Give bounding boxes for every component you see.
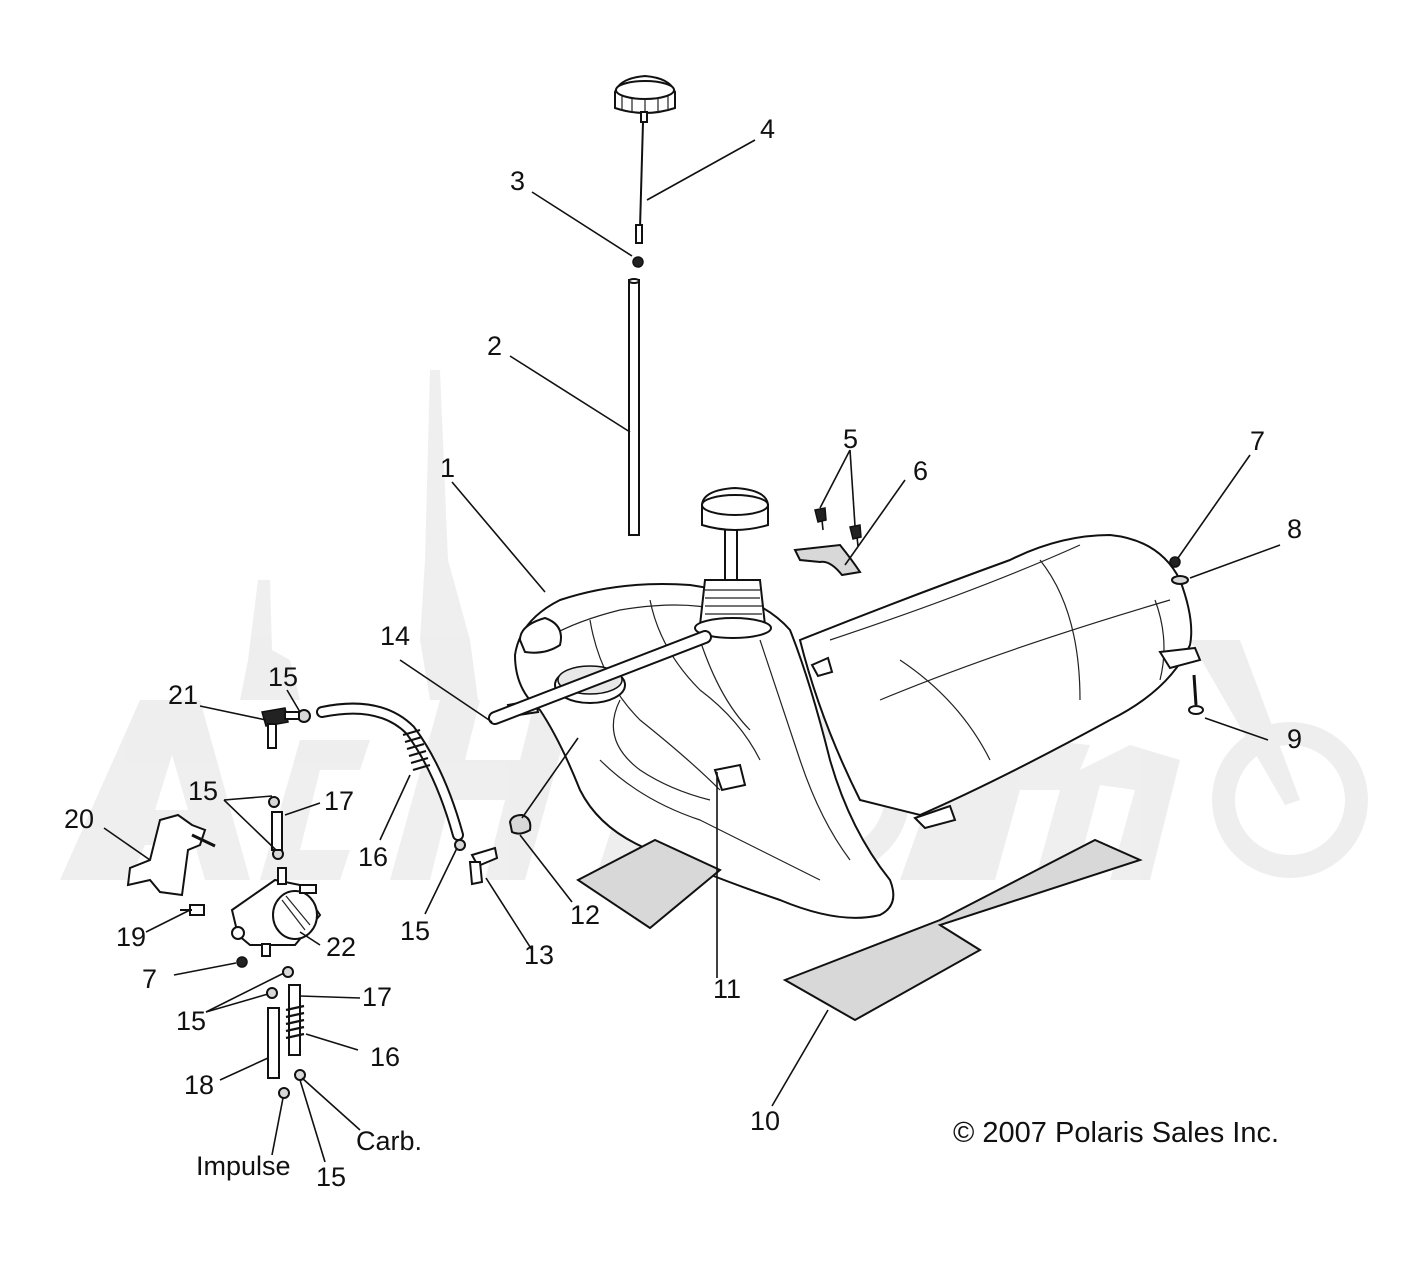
gas-cap-gauge	[614, 74, 676, 244]
lower-hoses	[267, 984, 305, 1079]
bracket	[793, 543, 862, 577]
callout-2: 2	[487, 331, 502, 361]
callout-22: 22	[326, 932, 356, 962]
nut-7-left	[236, 956, 248, 968]
short-tube	[271, 811, 283, 851]
callout-21: 21	[168, 680, 198, 710]
callout-13: 13	[524, 940, 554, 970]
leader-lines	[103, 139, 1281, 1163]
callout-5: 5	[843, 424, 858, 454]
callout-15-b: 15	[188, 776, 218, 806]
callout-17-a: 17	[324, 786, 354, 816]
screws	[814, 507, 862, 547]
copyright-text: © 2007 Polaris Sales Inc.	[953, 1117, 1279, 1149]
callout-7-right: 7	[1250, 426, 1265, 456]
washer	[1171, 575, 1189, 585]
callout-17-b: 17	[362, 982, 392, 1012]
grommet	[632, 256, 644, 268]
bracket-20	[126, 813, 207, 897]
callout-19: 19	[116, 922, 146, 952]
callout-1: 1	[440, 453, 455, 483]
callout-3: 3	[510, 166, 525, 196]
gauge-tube	[628, 278, 640, 536]
callout-16-a: 16	[358, 842, 388, 872]
bolt-9	[1188, 674, 1204, 715]
callout-9: 9	[1287, 724, 1302, 754]
callout-12: 12	[570, 900, 600, 930]
callout-16-b: 16	[370, 1042, 400, 1072]
pad-10	[782, 838, 1143, 1022]
vent-hose	[488, 630, 712, 725]
label-carb: Carb.	[356, 1126, 422, 1156]
elbow-fitting	[468, 846, 499, 886]
callout-15-e: 15	[316, 1162, 346, 1192]
callout-15-a: 15	[268, 662, 298, 692]
fuel-valve	[230, 867, 322, 957]
callout-11: 11	[713, 974, 741, 1004]
callout-15-d: 15	[176, 1006, 206, 1036]
callout-18: 18	[184, 1070, 214, 1100]
nut-7	[1169, 556, 1181, 568]
fitting-21	[261, 707, 300, 749]
callout-8: 8	[1287, 514, 1302, 544]
fuel-hose-upper	[316, 702, 464, 841]
hose-clamps	[266, 709, 466, 1099]
callout-20: 20	[64, 804, 94, 834]
callout-6: 6	[913, 456, 928, 486]
callout-7-left: 7	[142, 964, 157, 994]
pad-11	[576, 838, 722, 930]
seat	[798, 533, 1202, 830]
callout-10: 10	[750, 1106, 780, 1136]
fitting-12	[508, 813, 532, 835]
bracket-bolt	[191, 833, 216, 848]
callout-4: 4	[760, 114, 775, 144]
callout-labels: 4 3 2 1 5 6 7 8 9 10 11 12 13 14 15 15 1…	[64, 114, 1302, 1192]
callout-14: 14	[380, 621, 410, 651]
label-impulse: Impulse	[196, 1151, 291, 1181]
callout-15-c: 15	[400, 916, 430, 946]
